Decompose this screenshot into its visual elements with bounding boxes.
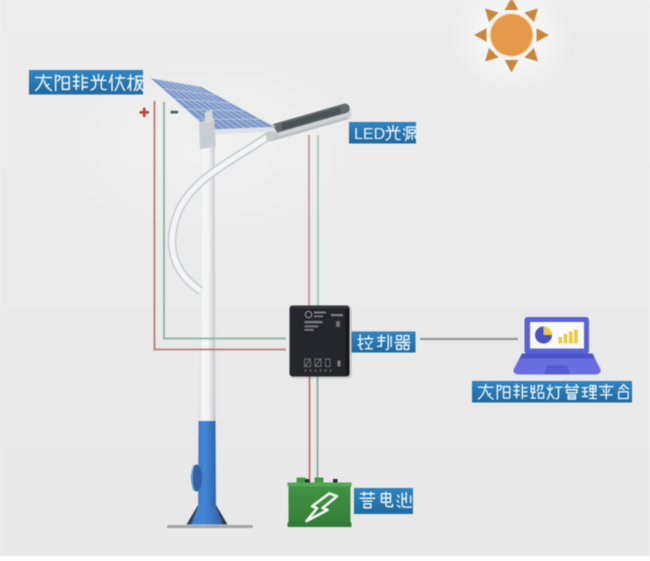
svg-text:LED: LED — [354, 126, 385, 143]
